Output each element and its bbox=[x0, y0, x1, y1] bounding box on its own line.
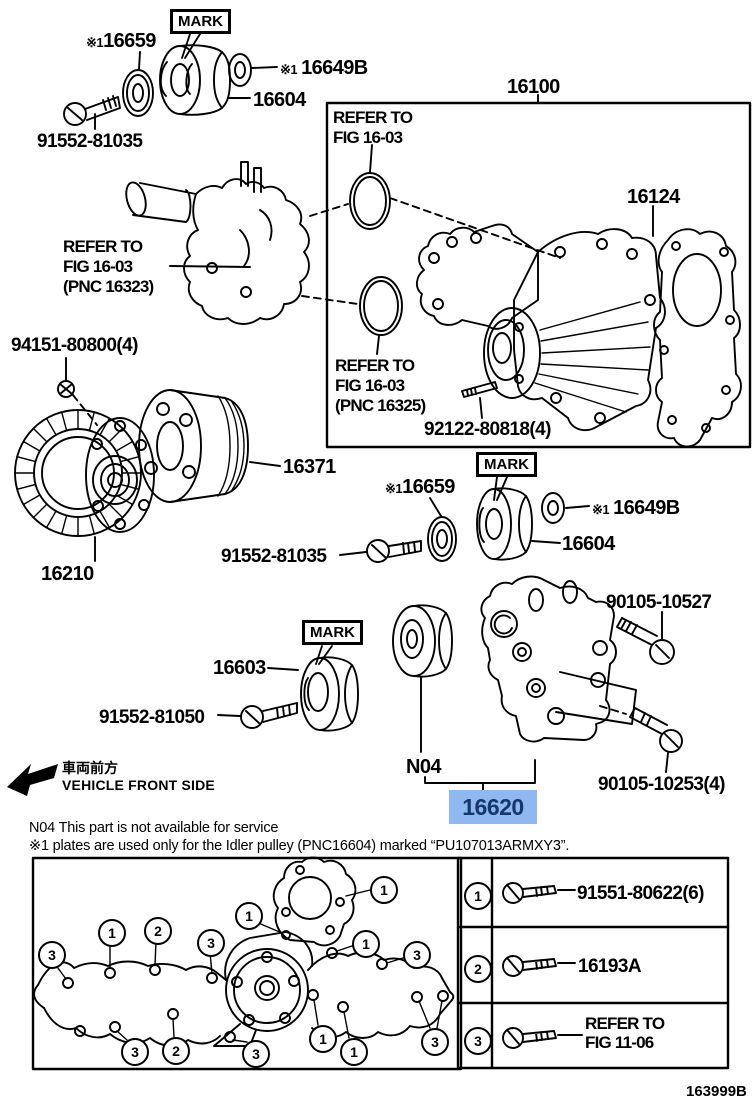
figure-callout: 1 bbox=[309, 1025, 337, 1053]
legend-part-91551-80622: 91551-80622(6) bbox=[577, 883, 704, 904]
figure-callout: 2 bbox=[162, 1037, 190, 1065]
figure-callout: 1 bbox=[235, 902, 263, 930]
figure-callout: 3 bbox=[242, 1040, 270, 1068]
figure-callout: 1 bbox=[340, 1038, 368, 1066]
part-label-16100: 16100 bbox=[507, 76, 560, 98]
figure-callout: 3 bbox=[421, 1028, 449, 1056]
part-label-90105-10253: 90105-10253(4) bbox=[598, 774, 725, 795]
idler2-art bbox=[339, 476, 590, 563]
figure-callout: 3 bbox=[197, 929, 225, 957]
pump-box-art bbox=[325, 94, 752, 449]
refer-line: (PNC 16323) bbox=[63, 277, 154, 296]
refer-note-box-bottom: REFER TO FIG 16-03 (PNC 16325) bbox=[335, 356, 426, 416]
legend-refer-line1: REFER TO bbox=[585, 1014, 665, 1033]
refer-line: REFER TO bbox=[63, 237, 143, 256]
ref-mark-prefix: ※1 bbox=[385, 481, 403, 496]
selected-part-number: 16620 bbox=[462, 793, 524, 820]
idler1-art bbox=[63, 33, 278, 130]
fan-pulley-art bbox=[138, 389, 281, 503]
figure-callout: 3 bbox=[38, 941, 66, 969]
legend-refer-line2: FIG 11-06 bbox=[585, 1033, 654, 1052]
refer-note-box-top: REFER TO FIG 16-03 bbox=[333, 108, 413, 148]
figure-callout: 1 bbox=[370, 876, 398, 904]
part-label-91552-81035-top: 91552-81035 bbox=[37, 131, 143, 152]
part-label-16371: 16371 bbox=[283, 456, 336, 478]
part-label-91552-81035-mid: 91552-81035 bbox=[221, 546, 327, 567]
figure-callout: 1 bbox=[98, 919, 126, 947]
part-label-16604-top: 16604 bbox=[253, 89, 306, 111]
legend-table-art bbox=[456, 856, 730, 1070]
mark-box-1: MARK bbox=[170, 9, 231, 34]
ref-mark-prefix: ※1 bbox=[280, 62, 298, 77]
part-label-91552-81050: 91552-81050 bbox=[99, 707, 205, 728]
refer-line: FIG 16-03 bbox=[63, 257, 133, 276]
part-label-16604-mid: 16604 bbox=[562, 533, 615, 555]
part-label-90105-10527: 90105-10527 bbox=[606, 592, 712, 613]
note-ref1: ※1 plates are used only for the Idler pu… bbox=[29, 838, 570, 854]
figure-callout: 1 bbox=[352, 930, 380, 958]
figure-callout: 3 bbox=[403, 941, 431, 969]
part-label-16124: 16124 bbox=[627, 186, 680, 208]
bottom-figure-art bbox=[31, 856, 463, 1071]
part-label-92122-80818: 92122-80818(4) bbox=[424, 419, 551, 440]
water-inlet-art bbox=[125, 161, 561, 325]
legend-row-number: 3 bbox=[464, 1027, 492, 1055]
part-label-16659-top: ※116659 bbox=[86, 30, 156, 52]
mark-box-2: MARK bbox=[476, 452, 537, 477]
mark-box-3: MARK bbox=[302, 620, 363, 645]
ref-mark-prefix: ※1 bbox=[86, 35, 104, 50]
vehicle-front-label-jp: 車両前方 bbox=[62, 760, 118, 776]
part-label-16659-mid: ※116659 bbox=[385, 476, 455, 498]
figure-callout: 3 bbox=[121, 1038, 149, 1066]
note-n04: N04 This part is not available for servi… bbox=[29, 820, 279, 836]
selected-part-16620[interactable]: 16620 bbox=[449, 790, 537, 824]
part-label-16210: 16210 bbox=[41, 563, 94, 585]
refer-line: (PNC 16325) bbox=[335, 396, 426, 415]
tensioner-art bbox=[217, 645, 359, 732]
part-label-N04: N04 bbox=[406, 756, 441, 778]
refer-line: FIG 16-03 bbox=[335, 376, 405, 395]
part-label-16603: 16603 bbox=[213, 657, 266, 679]
figure-callout: 2 bbox=[144, 917, 172, 945]
refer-line: REFER TO bbox=[335, 356, 415, 375]
drawing-code: 163999B bbox=[686, 1083, 747, 1100]
vehicle-front-arrow-art bbox=[7, 764, 58, 796]
refer-line: FIG 16-03 bbox=[333, 128, 403, 147]
legend-row-number: 1 bbox=[464, 882, 492, 910]
bracket-art bbox=[392, 575, 683, 791]
ref-mark-prefix: ※1 bbox=[592, 502, 610, 517]
legend-row-number: 2 bbox=[464, 955, 492, 983]
fan-coupling-art bbox=[14, 357, 155, 562]
refer-note-inlet: REFER TO FIG 16-03 (PNC 16323) bbox=[63, 237, 154, 297]
part-label-94151-80800: 94151-80800(4) bbox=[11, 335, 138, 356]
legend-part-16193A: 16193A bbox=[578, 956, 642, 977]
vehicle-front-label-en: VEHICLE FRONT SIDE bbox=[62, 777, 215, 793]
refer-line: REFER TO bbox=[333, 108, 413, 127]
